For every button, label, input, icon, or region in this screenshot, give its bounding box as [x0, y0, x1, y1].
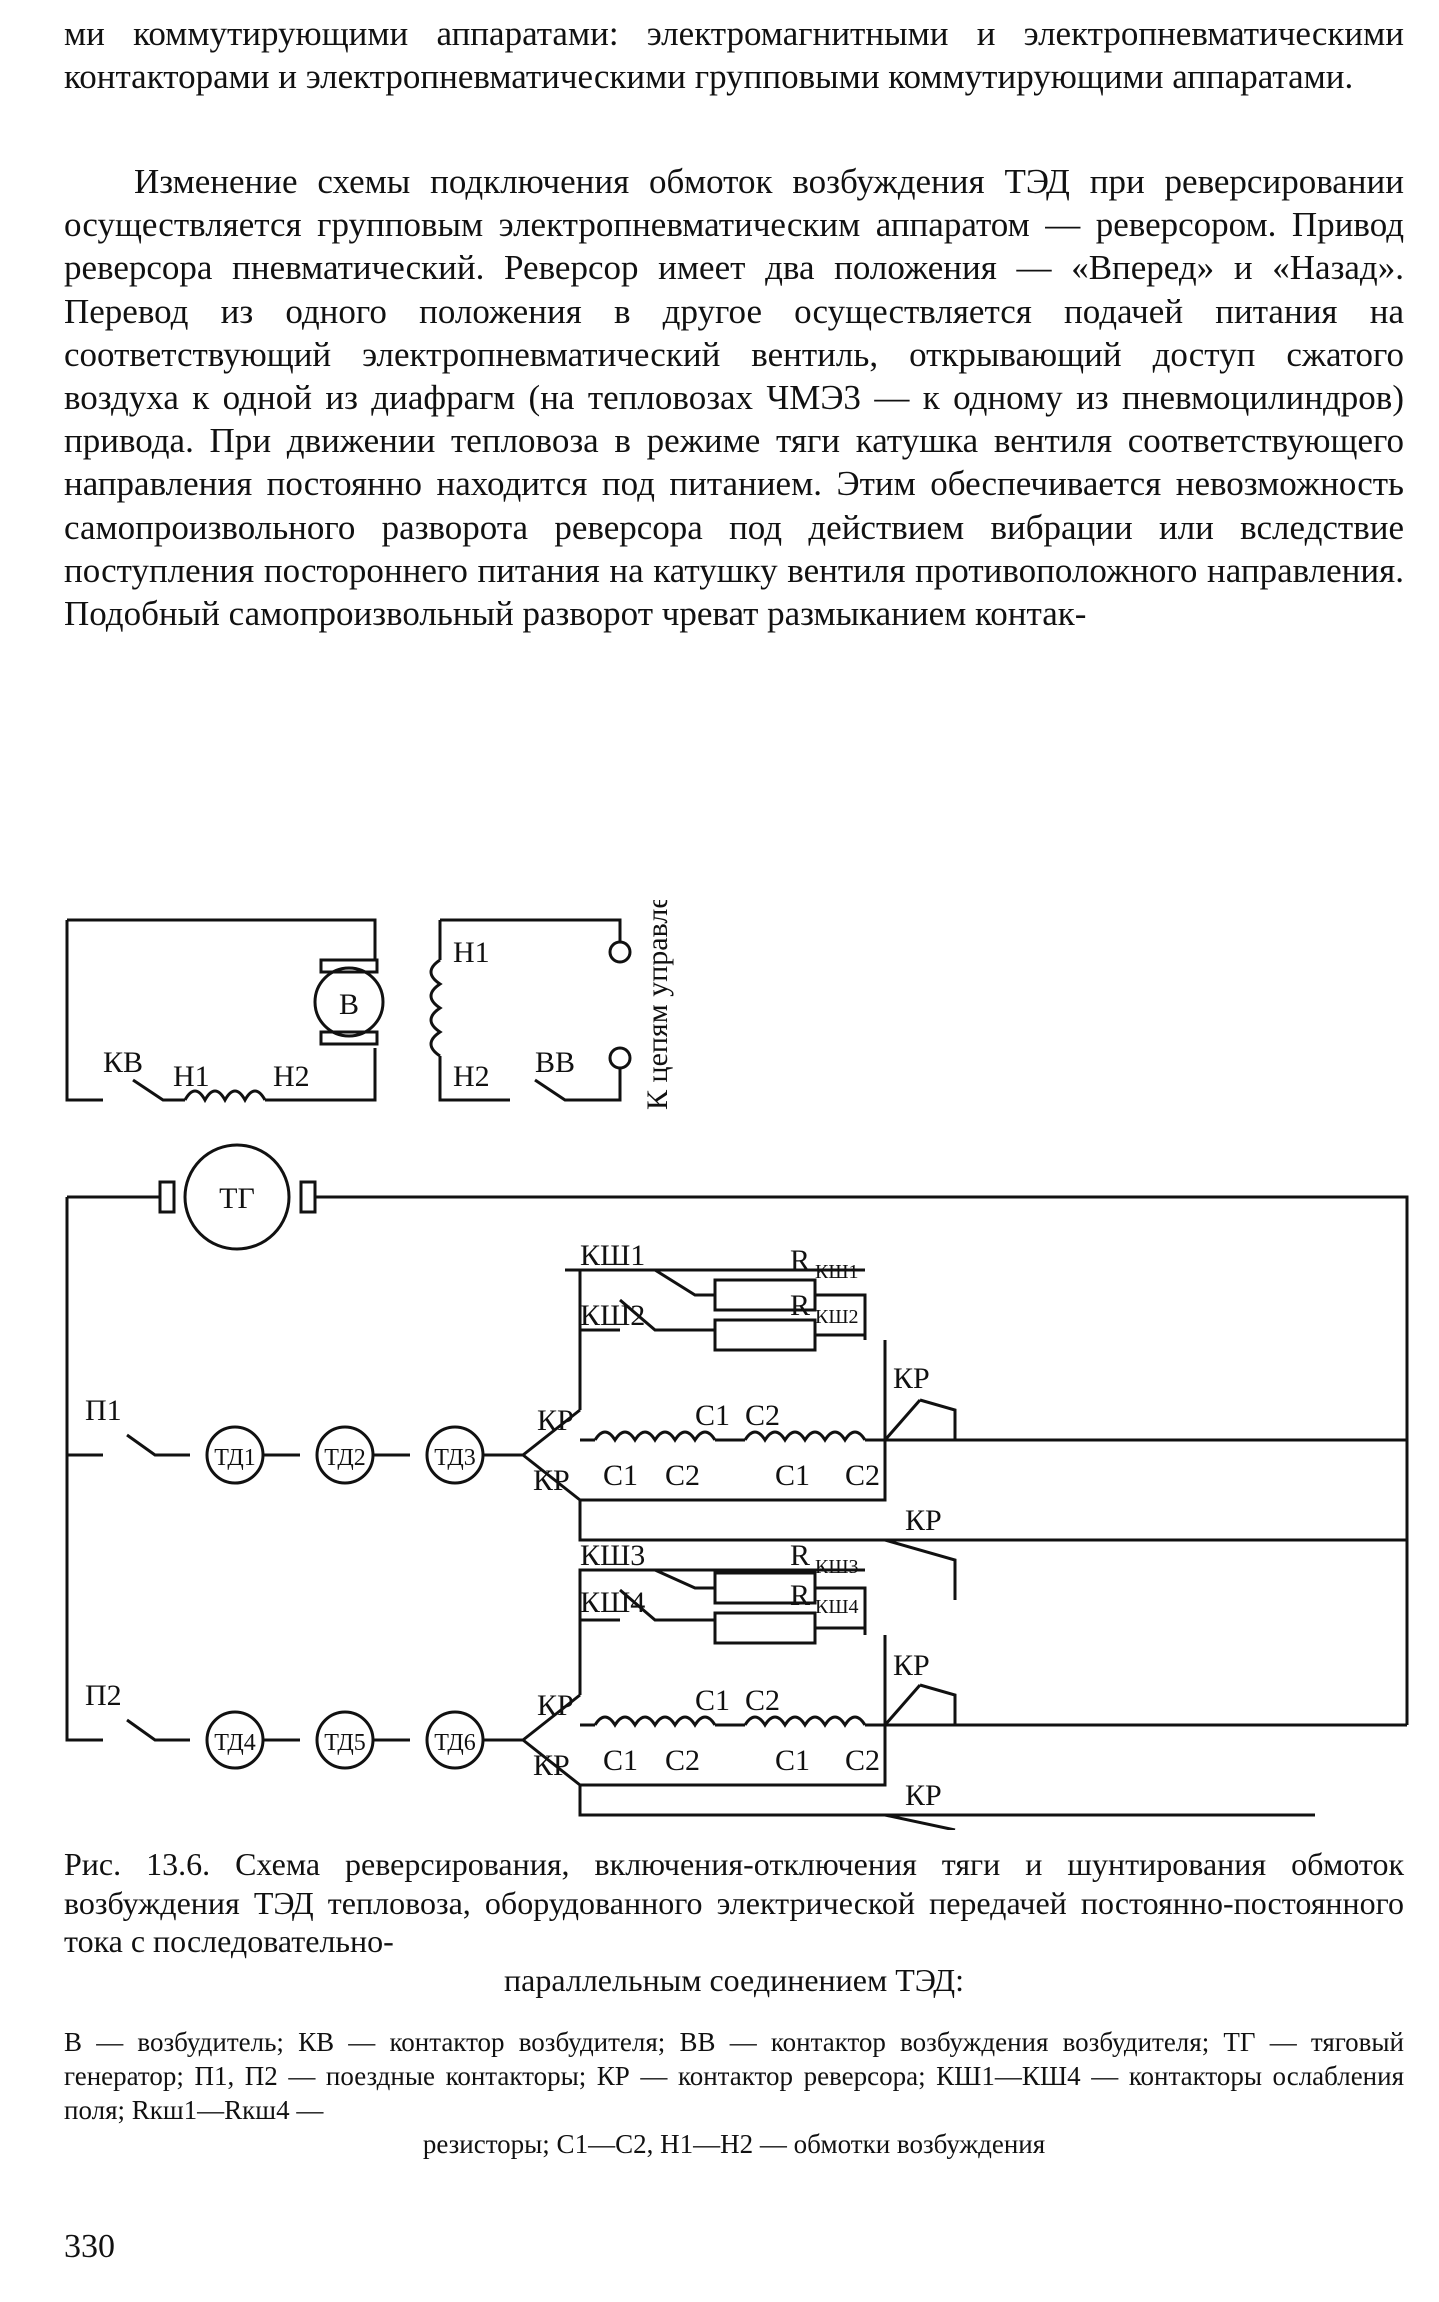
generator-circuit: ТГ [65, 1143, 1409, 1630]
r-ksh2-sub: КШ2 [815, 1306, 859, 1328]
kr-label-2d: КР [905, 1779, 942, 1812]
group-1: П1 ТД1 ТД2 ТД3 КР КР КШ1 [67, 1239, 1407, 1600]
paragraph-continuation: ми коммутирующими аппаратами: электромаг… [64, 14, 1404, 97]
td3-label: ТД3 [434, 1445, 476, 1471]
ksh4-label: КШ4 [580, 1586, 645, 1619]
c1-label-1a: С1 [603, 1459, 638, 1492]
c2-label-2c: С2 [845, 1744, 880, 1777]
circuit-diagram-svg: В КВ Н1 Н2 Н1 Н2 ВВ К цепям управления т… [65, 607, 1409, 1832]
exciter-circuit: В КВ Н1 Н2 [65, 918, 385, 1104]
r-ksh4-sub: КШ4 [815, 1596, 859, 1618]
excitation-winding-circuit: Н1 Н2 ВВ К цепям управления тяговой пере… [429, 607, 674, 1110]
c2-label-2a: С2 [665, 1744, 700, 1777]
r-ksh4-label: R [790, 1579, 810, 1612]
caption-last: параллельным соединением ТЭД: [504, 1961, 964, 1998]
caption-main: Рис. 13.6. Схема реверсирования, включен… [64, 1846, 1404, 1959]
legend-main: В — возбудитель; КВ — контактор возбудит… [64, 2027, 1404, 2125]
r-ksh2-symbol [713, 1318, 817, 1352]
figure-caption: Рис. 13.6. Схема реверсирования, включен… [64, 1845, 1404, 1999]
group-2: П2 ТД4 ТД5 ТД6 КР КР КШ3 КШ4 [65, 1455, 1409, 1832]
exciter-symbol [313, 966, 385, 1038]
c2-label-1c: С2 [845, 1459, 880, 1492]
paragraph-reverser: Изменение схемы подключения обмоток возб… [64, 162, 1404, 634]
control-note: К цепям управления тяговой передачей [641, 900, 674, 1110]
generator-symbol [183, 1143, 291, 1251]
figure-legend: В — возбудитель; КВ — контактор возбудит… [64, 2025, 1404, 2161]
p1-label: П1 [85, 1394, 122, 1427]
td4-label: ТД4 [214, 1730, 256, 1756]
kr-label-2c: КР [893, 1649, 930, 1682]
r-ksh1-sub: КШ1 [815, 1261, 859, 1283]
r-ksh2-label: R [790, 1289, 810, 1322]
r-ksh3-sub: КШ3 [815, 1556, 859, 1578]
c1-label-2c: С1 [775, 1744, 810, 1777]
td6-label: ТД6 [434, 1730, 476, 1756]
ksh1-label: КШ1 [580, 1239, 645, 1272]
kv-label: КВ [103, 1046, 143, 1079]
h2-label: Н2 [453, 1060, 490, 1093]
r-ksh3-label: R [790, 1539, 810, 1572]
exciter-label: В [339, 988, 359, 1021]
h2-label-left: Н2 [273, 1060, 310, 1093]
td5-label: ТД5 [324, 1730, 366, 1756]
c1-label-2b: С1 [695, 1684, 730, 1717]
c1-label-2a: С1 [603, 1744, 638, 1777]
r-ksh1-label: R [790, 1244, 810, 1277]
h1-label: Н1 [453, 936, 490, 969]
td1-label: ТД1 [214, 1445, 256, 1471]
p2-label: П2 [85, 1679, 122, 1712]
vv-label: ВВ [535, 1046, 575, 1079]
ksh3-label: КШ3 [580, 1539, 645, 1572]
td2-label: ТД2 [324, 1445, 366, 1471]
kr-label-1c: КР [893, 1362, 930, 1395]
kr-label-2b: КР [533, 1749, 570, 1782]
kr-label-1b: КР [533, 1464, 570, 1497]
legend-last: резисторы; С1—С2, Н1—Н2 — обмотки возбуж… [422, 2129, 1046, 2159]
c1-label-1c: С1 [775, 1459, 810, 1492]
c1-label-1b: С1 [695, 1399, 730, 1432]
kr-label-1d: КР [905, 1504, 942, 1537]
c2-label-2b: С2 [745, 1684, 780, 1717]
c2-label-1a: С2 [665, 1459, 700, 1492]
r-ksh4-symbol [713, 1611, 817, 1645]
kr-label-1a: КР [537, 1404, 574, 1437]
terminal-top [608, 940, 632, 964]
generator-label: ТГ [219, 1182, 255, 1215]
page-number: 330 [64, 2228, 115, 2265]
c2-label-1b: С2 [745, 1399, 780, 1432]
kr-label-2a: КР [537, 1689, 574, 1722]
terminal-bottom [608, 1046, 632, 1070]
h1-label-left: Н1 [173, 1060, 210, 1093]
circuit-diagram: В КВ Н1 Н2 Н1 Н2 ВВ К цепям управления т… [55, 607, 1415, 1832]
ksh2-label: КШ2 [580, 1299, 645, 1332]
